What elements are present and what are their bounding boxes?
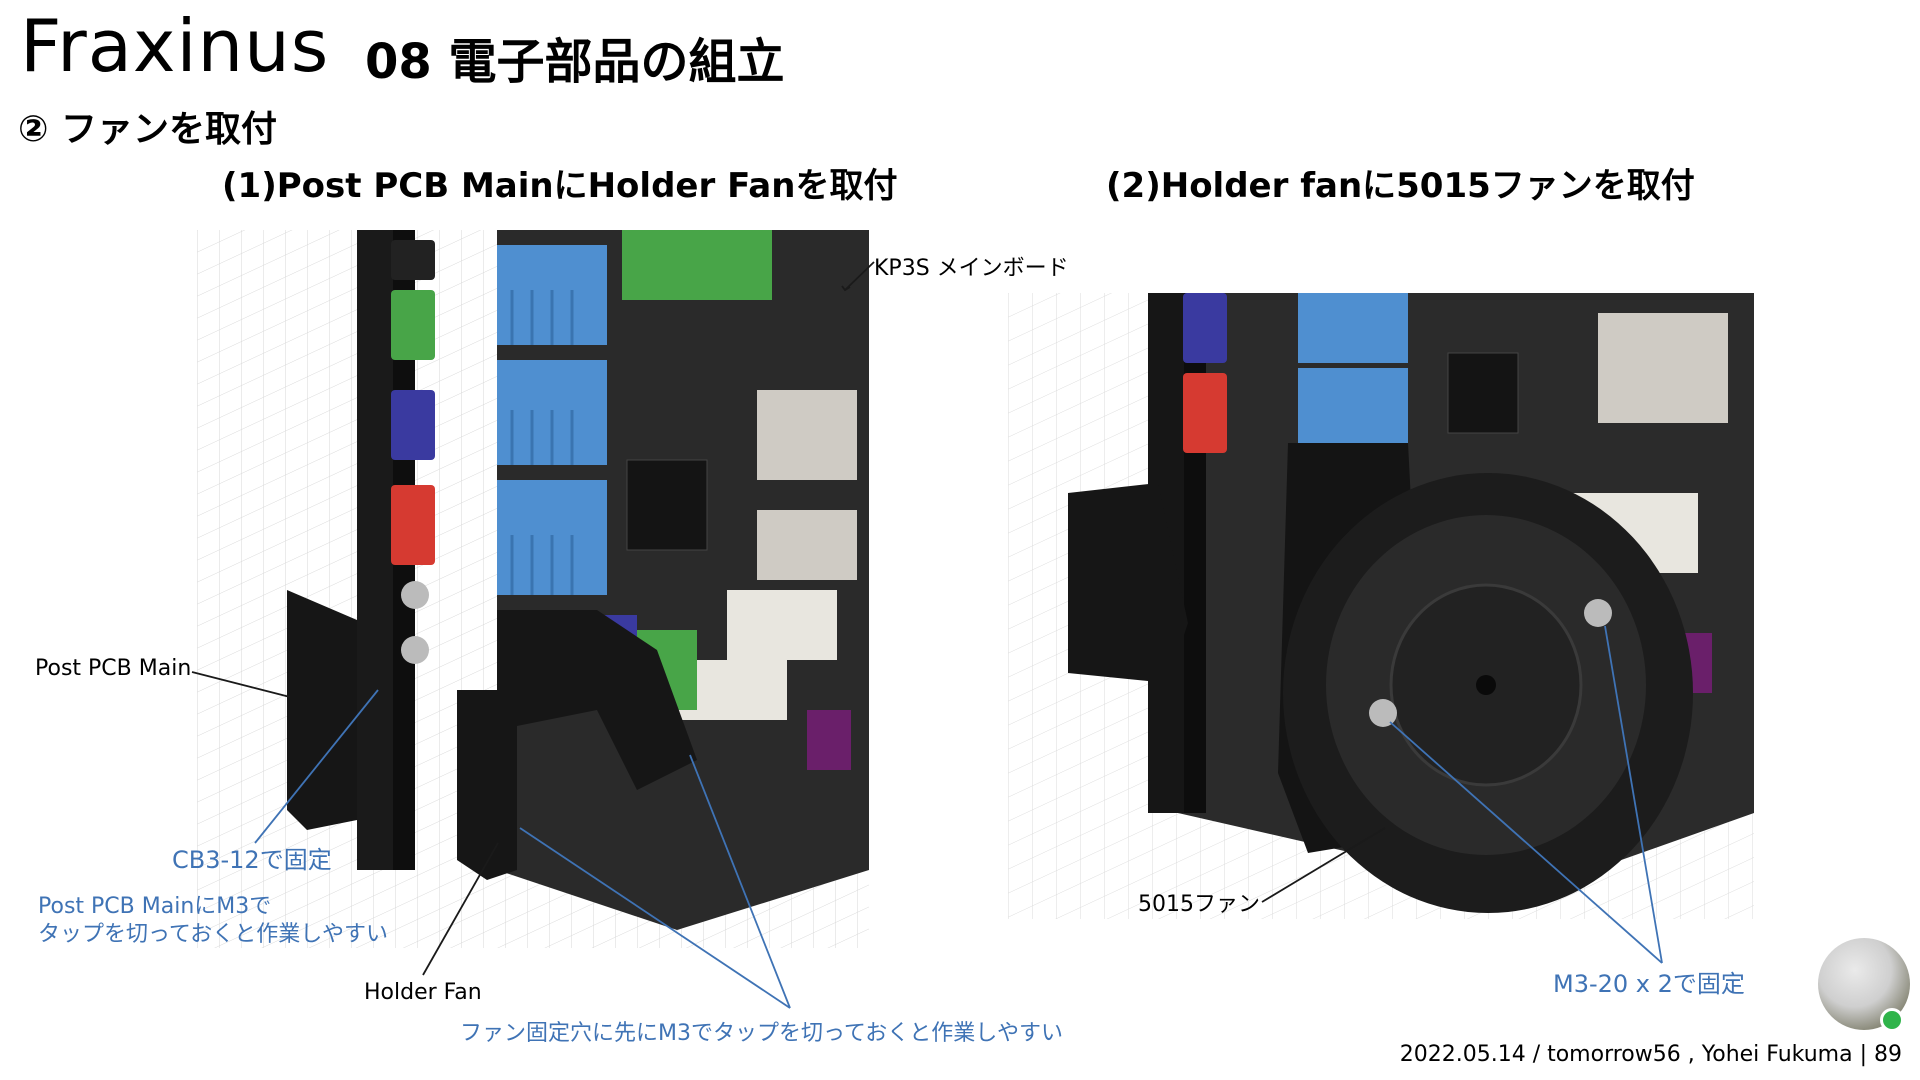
label-kp3s-mainboard: KP3S メインボード: [874, 256, 1069, 281]
step-2-label: (2)Holder fanに5015ファンを取付: [1106, 166, 1695, 206]
label-cb3-fix: CB3-12で固定: [172, 846, 332, 874]
label-post-pcb-main: Post PCB Main: [35, 656, 192, 681]
section-heading: ② ファンを取付: [18, 109, 278, 150]
slide-title: Fraxinus: [20, 4, 330, 88]
slide-subtitle: 08 電子部品の組立: [365, 34, 785, 90]
label-5015-fan: 5015ファン: [1138, 892, 1260, 917]
label-tap-tip-line1: Post PCB MainにM3で: [38, 894, 272, 919]
step-1-label: (1)Post PCB MainにHolder Fanを取付: [222, 166, 898, 206]
render-5015-fan-mounted: [1008, 293, 1754, 919]
label-fan-hole-tip: ファン固定穴に先にM3でタップを切っておくと作業しやすい: [460, 1021, 1064, 1046]
label-holder-fan: Holder Fan: [364, 980, 482, 1005]
footer-credit: 2022.05.14 / tomorrow56 , Yohei Fukuma |…: [1399, 1042, 1902, 1067]
label-tap-tip-line2: タップを切っておくと作業しやすい: [38, 922, 389, 947]
online-status-icon: [1880, 1008, 1904, 1032]
label-m3-fix: M3-20 x 2で固定: [1553, 970, 1745, 998]
